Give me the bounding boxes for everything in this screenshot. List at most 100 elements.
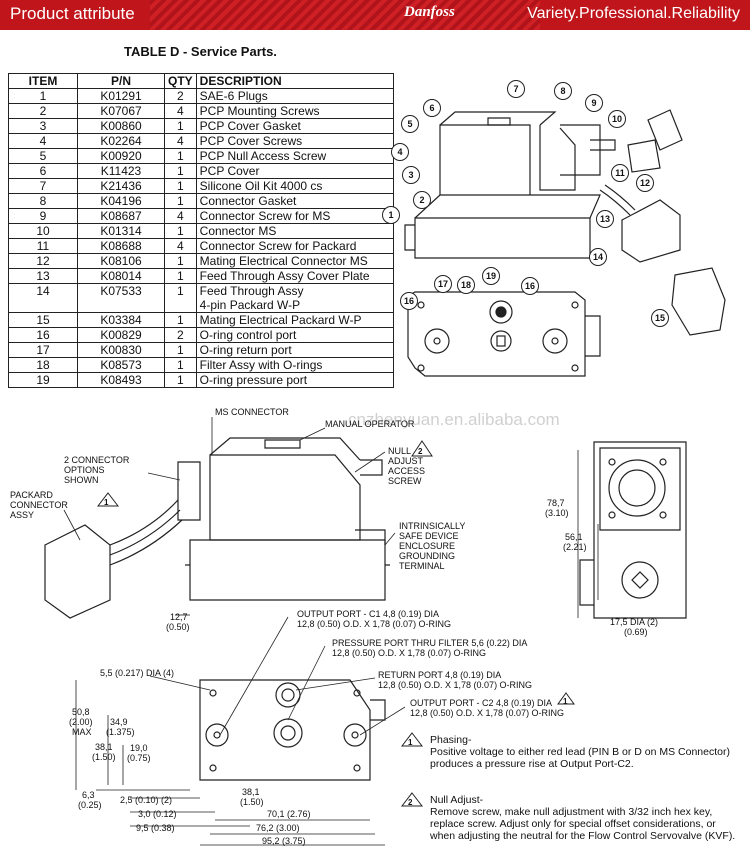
watermark: cnzhenyuan.en.alibaba.com (348, 410, 560, 429)
cell-pn: K04196 (77, 193, 165, 209)
cell-pn: K08493 (77, 372, 165, 388)
dim-0-50: (0.50) (166, 622, 190, 632)
cell-desc: Silicone Oil Kit 4000 cs (195, 178, 394, 194)
dim-70-1: 70,1 (2.76) (267, 809, 311, 819)
cell-pn: K08687 (77, 208, 165, 224)
note2-line1: Remove screw, make null adjustment with … (430, 806, 713, 818)
callout-16: 16 (400, 292, 418, 310)
label-out-c2-1: OUTPUT PORT - C2 4,8 (0.19) DIA (410, 698, 553, 708)
cell-desc: Connector Screw for MS (195, 208, 394, 224)
label-two-connector: 2 CONNECTOR OPTIONS SHOWN (64, 455, 130, 485)
cell-pn: K00920 (77, 148, 165, 164)
dim-1-50: (1.50) (92, 752, 116, 762)
dim-1-50b: (1.50) (240, 797, 264, 807)
dim-3-0: 3,0 (0.12) (138, 809, 177, 819)
cell-pn: K03384 (77, 312, 165, 328)
dim-76-2: 76,2 (3.00) (256, 823, 300, 833)
label-ret-1: RETURN PORT 4,8 (0.19) DIA (378, 670, 502, 680)
dim-2-00: (2.00) (69, 717, 93, 727)
end-view (579, 441, 687, 619)
label-manual-operator: MANUAL OPERATOR (325, 419, 415, 429)
callout-18: 18 (457, 276, 475, 294)
exploded-view (404, 109, 726, 336)
dim-2-21: (2.21) (563, 542, 587, 552)
cell-pn: K01291 (77, 88, 165, 104)
note2-line3: when adjusting the neutral for the Flow … (430, 830, 736, 842)
callout-6: 6 (423, 99, 441, 117)
label-ms-connector: MS CONNECTOR (215, 407, 289, 417)
dim-9-5: 9,5 (0.38) (136, 823, 175, 833)
warning-number: 1 (408, 738, 413, 747)
callout-1: 1 (382, 206, 400, 224)
bottom-port-view (199, 679, 386, 781)
label-press-1: PRESSURE PORT THRU FILTER 5,6 (0.22) DIA (332, 638, 528, 648)
dimension-lines (75, 450, 599, 846)
side-view (44, 437, 390, 619)
callout-5: 5 (401, 115, 419, 133)
dim-34-9: 34,9 (110, 717, 128, 727)
callout-19: 19 (482, 267, 500, 285)
dim-0-75: (0.75) (127, 753, 151, 763)
cell-desc: Connector Gasket (195, 193, 394, 209)
callout-4: 4 (391, 143, 409, 161)
cell-desc: PCP Cover Screws (195, 133, 394, 149)
callout-10: 10 (608, 110, 626, 128)
cell-desc: PCP Cover Gasket (195, 118, 394, 134)
dim-0-69: (0.69) (624, 627, 648, 637)
callout-2: 2 (413, 191, 431, 209)
cell-pn: K08014 (77, 268, 165, 284)
cell-pn: K01314 (77, 223, 165, 239)
cell-pn: K11423 (77, 163, 165, 179)
note1-line1: Positive voltage to either red lead (PIN… (430, 746, 730, 758)
label-out-c1-1: OUTPUT PORT - C1 4,8 (0.19) DIA (297, 609, 440, 619)
header-stripe (150, 0, 540, 30)
callout-17: 17 (434, 275, 452, 293)
warning-number: 2 (408, 798, 413, 807)
cell-pn: K07533 (77, 283, 165, 313)
callout-16: 16 (521, 277, 539, 295)
callout-8: 8 (554, 82, 572, 100)
callout-12: 12 (636, 174, 654, 192)
dim-56-1: 56,1 (565, 532, 583, 542)
danfoss-logo: Danfoss (404, 4, 455, 20)
row14-extra: 4-pin Packard W-P (199, 298, 301, 312)
cell-desc: Filter Assy with O-rings (195, 357, 394, 373)
dim-1-375: (1.375) (106, 727, 135, 737)
cell-item: 12 (8, 253, 78, 269)
port-plate-view (407, 291, 601, 377)
cell-item: 14 (8, 283, 78, 313)
callout-3: 3 (402, 166, 420, 184)
callout-9: 9 (585, 94, 603, 112)
label-intrinsic: INTRINSICALLY SAFE DEVICE ENCLOSURE GROU… (399, 521, 466, 571)
leader-lines (63, 417, 406, 736)
dim-0-25: (0.25) (78, 800, 102, 810)
dim-50-8: 50,8 (72, 707, 90, 717)
callout-13: 13 (596, 210, 614, 228)
warning-number: 1 (563, 697, 568, 706)
dim-3-10: (3.10) (545, 508, 569, 518)
note2-line2: replace screw. Adjust only for special o… (430, 818, 716, 830)
dim-19-0: 19,0 (130, 743, 148, 753)
note1-line2: produces a pressure rise at Output Port-… (430, 758, 634, 770)
label-packard: PACKARD CONNECTOR ASSY (10, 490, 68, 520)
header-title: Product attribute (10, 4, 135, 23)
dim-78-7: 78,7 (547, 498, 565, 508)
dim-12-7: 12,7 (170, 612, 188, 622)
callout-11: 11 (611, 164, 629, 182)
callout-15: 15 (651, 309, 669, 327)
warning-number: 1 (104, 498, 109, 507)
dim-38-1: 38,1 (95, 742, 113, 752)
cell-pn: K00860 (77, 118, 165, 134)
